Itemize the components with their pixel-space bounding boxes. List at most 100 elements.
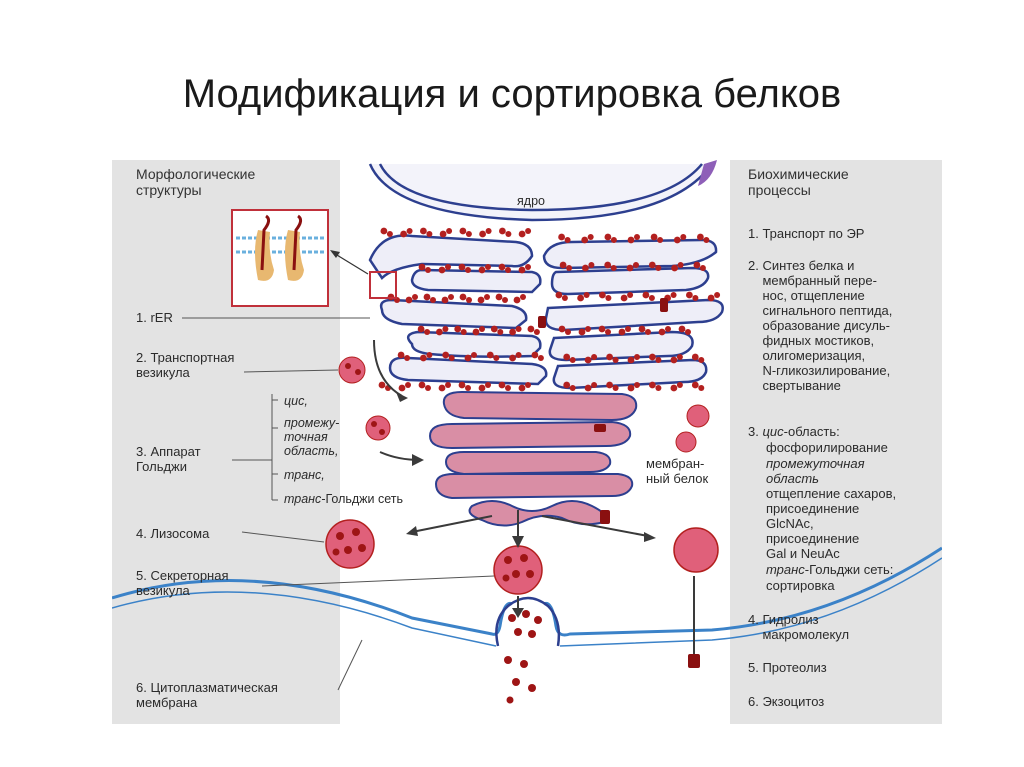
ribosome-dot xyxy=(620,294,628,302)
ribosome-dot xyxy=(625,326,631,332)
biochemistry-heading: Биохимические процессы xyxy=(748,166,849,198)
ribosome-dot xyxy=(537,355,544,361)
ribosome-dot xyxy=(693,261,701,269)
right-item-exocytosis: 6. Экзоцитоз xyxy=(748,694,825,709)
right-item-golgi-cis-process: фосфорилирование xyxy=(766,440,888,455)
ribosome-dot xyxy=(378,381,386,389)
ribosome-dot xyxy=(518,266,526,274)
ribosome-dot xyxy=(634,354,640,360)
ribosome-dot xyxy=(460,329,467,335)
ribosome-dot xyxy=(692,295,699,301)
golgi-cis-label: цис, xyxy=(284,394,308,408)
ribosome-dot xyxy=(618,328,626,336)
ribosome-dot xyxy=(676,382,683,388)
ribosome-dot xyxy=(458,381,466,389)
ribosome-dot xyxy=(404,355,411,361)
ribosome-dot xyxy=(386,231,393,237)
ribosome-dot xyxy=(561,295,568,301)
ribosome-dot xyxy=(626,264,634,272)
ribosome-dot xyxy=(479,326,485,332)
ribosome-dot xyxy=(466,297,472,303)
ribosome-dot xyxy=(606,381,613,389)
ribosome-dot xyxy=(477,296,485,304)
ribosome-dot xyxy=(445,382,451,388)
ribosome-dot xyxy=(565,329,571,335)
ribosome-dot xyxy=(458,263,466,271)
ribosome-dot xyxy=(438,266,446,274)
ribosome-dot xyxy=(478,384,486,392)
ribosome-dot xyxy=(520,294,526,300)
ribosome-dot xyxy=(397,351,405,359)
protein-sorting-diagram: Морфологические структуры 1. rER 2. Тран… xyxy=(112,160,942,724)
ribosome-dot xyxy=(513,296,521,304)
ribosome-dot xyxy=(420,227,427,235)
ribosome-dot xyxy=(649,381,656,389)
ribosome-dot xyxy=(485,382,491,388)
ribosome-dot xyxy=(587,234,594,240)
ribosome-dot xyxy=(531,351,539,359)
ribosome-dot xyxy=(525,264,531,270)
ribosome-dot xyxy=(400,230,407,238)
left-item-rer: 1. rER xyxy=(136,310,173,325)
left-item-plasma-membrane: 6. Цитоплазматическая мембрана xyxy=(136,680,278,710)
ribosome-dot xyxy=(471,352,477,358)
ribosome-dot xyxy=(442,326,449,332)
ribosome-dot xyxy=(495,293,503,301)
ribosome-dot xyxy=(420,354,427,362)
ribosome-dot xyxy=(686,291,693,299)
rough-er xyxy=(368,234,724,390)
ribosome-dot xyxy=(604,233,612,241)
ribosome-dot xyxy=(606,353,613,361)
ribosome-dot xyxy=(498,263,506,271)
ribosome-dot xyxy=(438,384,446,392)
right-item-golgi-trans-process: сортировка xyxy=(766,578,835,593)
left-item-secretory-vesicle: 5. Секреторная везикула xyxy=(136,568,229,598)
right-item-golgi-cis: 3. цис-область: xyxy=(748,424,840,439)
ribosome-dot xyxy=(515,352,522,358)
membrane-protein-marks xyxy=(538,298,700,668)
ribosome-dot xyxy=(670,356,678,364)
ribosome-dot xyxy=(493,355,500,361)
ribosome-dot xyxy=(582,264,589,272)
ribosome-dot xyxy=(459,227,467,235)
ribosome-dot xyxy=(509,328,516,336)
secretory-vesicle xyxy=(493,545,543,595)
ribosome-dot xyxy=(555,291,563,299)
ribosome-dot xyxy=(448,355,455,361)
ribosome-dot xyxy=(591,382,598,388)
ribosome-dot xyxy=(417,325,425,333)
ribosome-dot xyxy=(612,357,619,363)
golgi-apparatus xyxy=(428,390,638,527)
ribosome-dot xyxy=(518,230,526,238)
ribosome-dot xyxy=(563,353,571,361)
ribosome-dot xyxy=(436,328,443,336)
ribosome-dot xyxy=(515,326,522,332)
ribosome-dot xyxy=(398,384,406,392)
ribosome-dot xyxy=(485,228,492,234)
ribosome-dot xyxy=(583,292,590,298)
nuclear-pore-region xyxy=(698,160,717,186)
ribosome-dot xyxy=(559,261,567,269)
ribosome-dot xyxy=(678,325,686,333)
ribosome-dot xyxy=(405,296,413,304)
ribosome-dot xyxy=(426,231,433,237)
ribosome-dot xyxy=(446,228,453,234)
ribosome-dot xyxy=(645,329,651,335)
ribosome-dot xyxy=(612,385,619,391)
ribosome-dot xyxy=(533,329,540,335)
ribosome-dot xyxy=(564,237,571,243)
ribosome-dot xyxy=(584,384,592,392)
ribosome-dot xyxy=(448,294,454,300)
vesicle-cargo xyxy=(332,363,542,704)
ribosome-dot xyxy=(671,264,678,272)
ribosome-dot xyxy=(648,295,655,301)
ribosome-dot xyxy=(634,382,640,388)
ribosome-dot xyxy=(527,325,535,333)
right-item-protein-synthesis: 2. Синтез белка и мембранный пере- нос, … xyxy=(748,258,893,393)
ribosome-dot xyxy=(569,357,576,363)
ribosome-dot xyxy=(424,329,431,335)
ribosome-dot xyxy=(563,381,571,389)
ribosome-dot xyxy=(486,351,494,359)
ribosome-dot xyxy=(605,295,612,301)
ribosome-dot xyxy=(627,292,634,298)
